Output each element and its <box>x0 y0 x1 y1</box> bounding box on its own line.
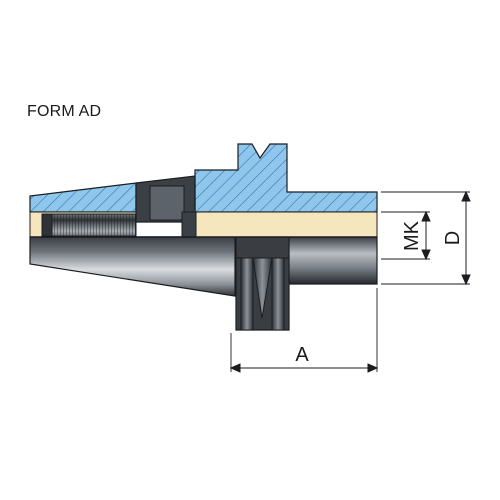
d-dimension-line <box>461 190 471 286</box>
a-dimension-line <box>229 363 379 373</box>
d-dimension-label: D <box>442 231 464 245</box>
flange-section <box>194 143 378 213</box>
flange-ring-left <box>240 257 254 331</box>
body-outer-view <box>287 236 378 285</box>
taper-outer-view <box>29 236 236 297</box>
thread-section <box>51 213 137 237</box>
dimension-extensions <box>230 191 470 372</box>
flange-ring-right <box>271 257 285 331</box>
bore-shoulder <box>181 211 197 238</box>
mk-dimension-line <box>421 210 431 261</box>
a-dimension-label: A <box>295 344 309 366</box>
bore-cavity-rear <box>194 211 378 238</box>
inner-relief-highlight <box>149 185 185 221</box>
mk-dimension-label: MK <box>401 220 423 251</box>
taper-section <box>29 182 137 213</box>
form-label: FORM AD <box>27 103 102 120</box>
